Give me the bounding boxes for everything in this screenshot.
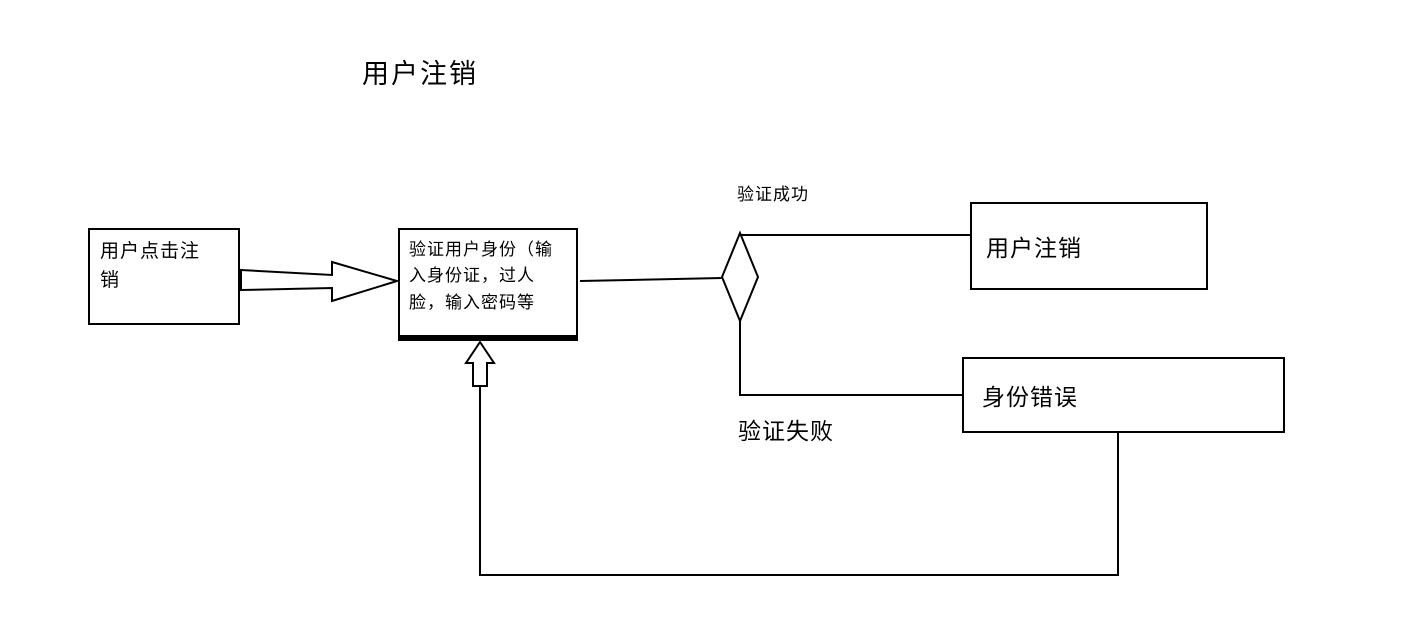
retry-up-arrow bbox=[464, 340, 496, 387]
diagram-title: 用户注销 bbox=[362, 59, 478, 89]
failure-feedback-line bbox=[479, 386, 1119, 576]
decision-to-failure-line bbox=[739, 321, 962, 396]
verify-to-decision-line bbox=[579, 277, 723, 282]
decision-diamond bbox=[720, 230, 760, 324]
edge-label-verify-failure: 验证失败 bbox=[738, 418, 834, 444]
start-to-verify-arrow bbox=[240, 260, 401, 303]
node-verify-identity: 验证用户身份（输 入身份证，过人 脸，输入密码等 bbox=[398, 228, 578, 341]
node-user-logout: 用户注销 bbox=[970, 202, 1208, 290]
edge-label-verify-success: 验证成功 bbox=[737, 185, 809, 204]
node-identity-error: 身份错误 bbox=[962, 357, 1285, 433]
node-user-click-logout: 用户点击注 销 bbox=[88, 228, 240, 325]
